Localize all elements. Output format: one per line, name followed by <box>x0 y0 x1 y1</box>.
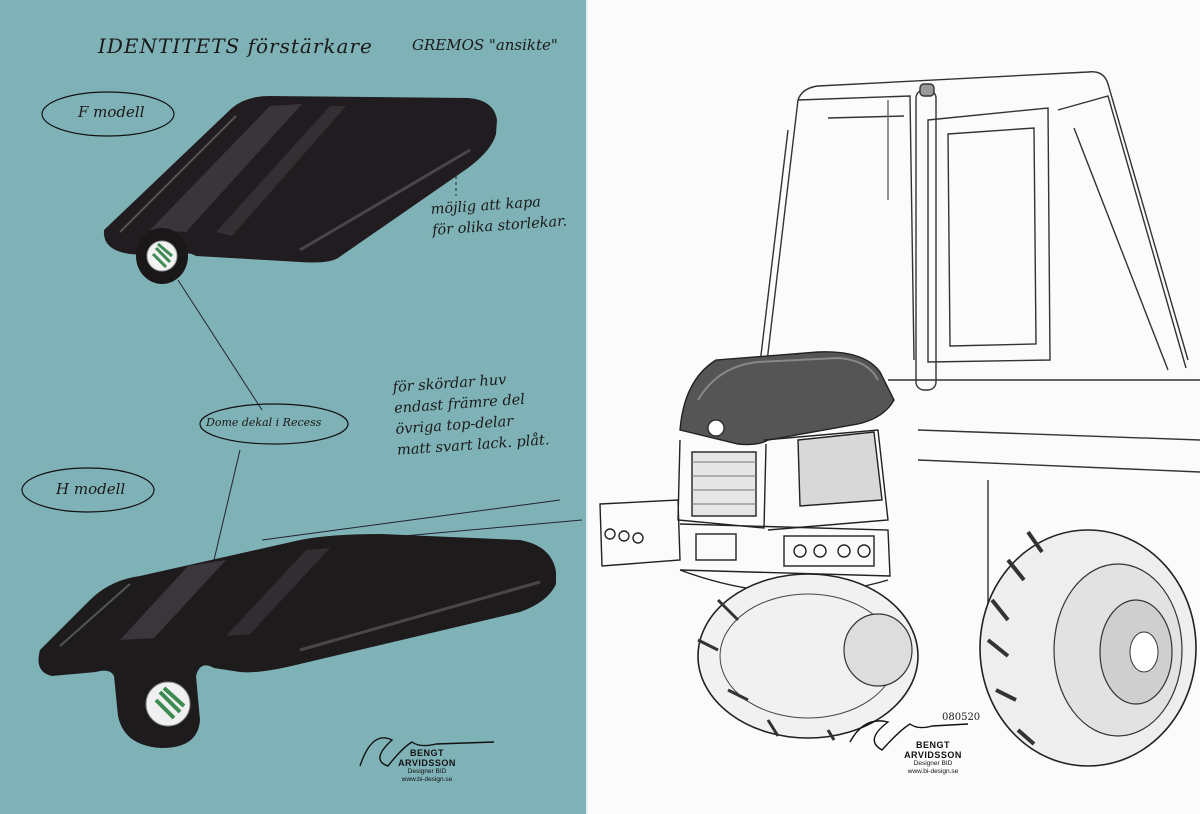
right-signature-role: Designer BID <box>913 760 953 767</box>
left-signature-role: Designer BID <box>407 768 447 775</box>
machine-sketch-drawing <box>599 71 1200 767</box>
label-ellipses <box>21 91 349 513</box>
f-model-label: F modell <box>78 103 145 121</box>
sketch-date: 080520 <box>942 712 981 723</box>
signature-scribble <box>359 737 495 767</box>
front-bumper <box>599 499 891 594</box>
right-signature: BENGT ARVIDSSON Designer BID www.bi-desi… <box>888 740 978 776</box>
right-signature-name: BENGT ARVIDSSON <box>904 740 962 760</box>
machine-hood <box>679 351 895 446</box>
dome-decal-label: Dome dekal i Recess <box>206 416 322 429</box>
front-left-tire <box>697 573 919 741</box>
left-signature: BENGT ARVIDSSON Designer BID www.bi-desi… <box>382 748 472 784</box>
front-grille <box>677 429 889 531</box>
cab-frame <box>757 71 1200 610</box>
front-right-tire <box>979 529 1197 767</box>
left-signature-web: www.bi-design.se <box>401 776 453 783</box>
f-model-hood <box>103 96 497 284</box>
h-model-label: H modell <box>56 480 126 498</box>
note-harvester: för skördar huv endast främre del övriga… <box>392 367 550 461</box>
panel-divider <box>586 0 589 814</box>
sketch-title: IDENTITETS förstärkare <box>98 34 373 58</box>
right-signature-web: www.bi-design.se <box>907 768 959 775</box>
sketch-subtitle: GREMOS "ansikte" <box>412 36 558 54</box>
left-sketch-panel: IDENTITETS förstärkare GREMOS "ansikte" … <box>0 0 588 814</box>
right-signature-scribble <box>849 720 969 751</box>
h-model-hood <box>38 534 556 748</box>
hood-sketch-drawing <box>21 91 583 767</box>
right-sketch-panel: 080520 BENGT ARVIDSSON Designer BID www.… <box>588 0 1200 814</box>
left-signature-name: BENGT ARVIDSSON <box>398 748 456 768</box>
